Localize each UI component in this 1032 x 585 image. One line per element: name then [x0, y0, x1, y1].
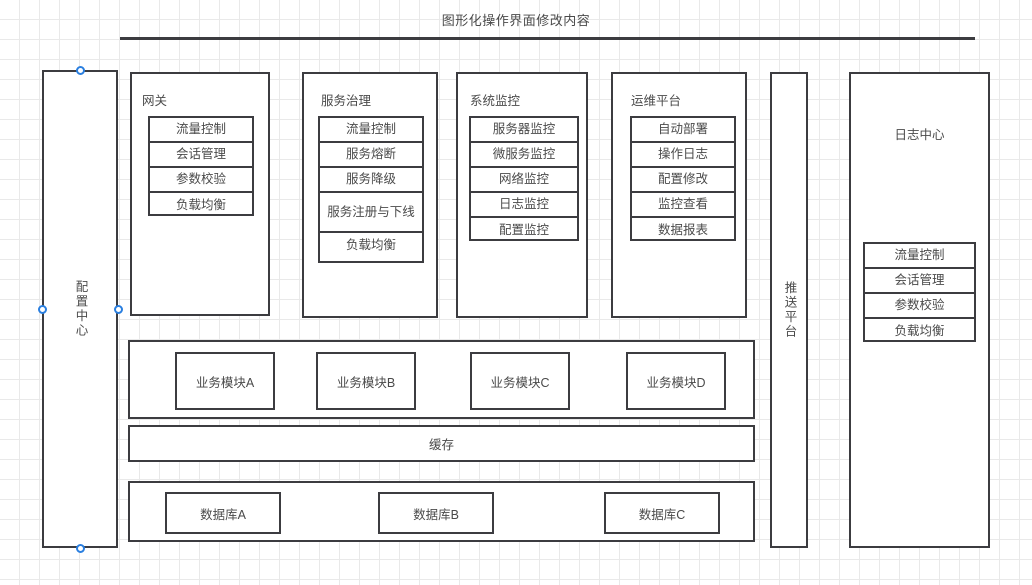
- database-b[interactable]: 数据库B: [378, 492, 494, 534]
- page-title: 图形化操作界面修改内容: [441, 13, 591, 28]
- panel-service-governance-item-4[interactable]: 负载均衡: [345, 238, 396, 253]
- selection-handle-right[interactable]: [113, 304, 123, 314]
- panel-gateway-item-1[interactable]: 会话管理: [150, 143, 252, 168]
- panel-ops-platform-item-stack: 自动部署 操作日志 配置修改 监控查看 数据报表: [630, 116, 736, 241]
- panel-system-monitoring-item-1[interactable]: 微服务监控: [471, 143, 577, 168]
- panel-log-center-item-0[interactable]: 流量控制: [865, 244, 974, 269]
- panel-ops-platform-item-0[interactable]: 自动部署: [632, 118, 734, 143]
- config-center-column[interactable]: 配置中心: [42, 70, 118, 548]
- databases-band: 数据库A 数据库B 数据库C: [128, 481, 755, 542]
- panel-gateway-item-3[interactable]: 负载均衡: [175, 198, 226, 213]
- panel-log-center-item-2[interactable]: 参数校验: [865, 294, 974, 319]
- panel-service-governance-title: 服务治理: [321, 94, 372, 108]
- panel-gateway-item-2[interactable]: 参数校验: [150, 168, 252, 193]
- panel-ops-platform-title: 运维平台: [631, 94, 682, 108]
- panel-service-governance-item-1[interactable]: 服务熔断: [320, 143, 422, 168]
- panel-ops-platform-item-4[interactable]: 数据报表: [657, 223, 708, 238]
- panel-service-governance-item-stack: 流量控制 服务熔断 服务降级 服务注册与下线 负载均衡: [318, 116, 424, 263]
- business-module-b[interactable]: 业务模块B: [316, 352, 416, 410]
- panel-system-monitoring-item-4[interactable]: 配置监控: [498, 223, 549, 238]
- panel-system-monitoring-title: 系统监控: [470, 94, 521, 108]
- panel-system-monitoring-item-2[interactable]: 网络监控: [471, 168, 577, 193]
- panel-service-governance-item-2[interactable]: 服务降级: [320, 168, 422, 193]
- panel-gateway-title: 网关: [142, 94, 168, 108]
- panel-log-center-item-1[interactable]: 会话管理: [865, 269, 974, 294]
- business-module-a[interactable]: 业务模块A: [175, 352, 275, 410]
- selection-handle-top[interactable]: [75, 65, 85, 75]
- business-module-d[interactable]: 业务模块D: [626, 352, 726, 410]
- panel-system-monitoring-item-0[interactable]: 服务器监控: [471, 118, 577, 143]
- panel-log-center-item-stack: 流量控制 会话管理 参数校验 负载均衡: [863, 242, 976, 342]
- business-modules-band: 业务模块A 业务模块B 业务模块C 业务模块D: [128, 340, 755, 419]
- database-c[interactable]: 数据库C: [604, 492, 720, 534]
- business-module-c[interactable]: 业务模块C: [470, 352, 570, 410]
- panel-log-center-item-3[interactable]: 负载均衡: [894, 324, 945, 339]
- panel-ops-platform-item-3[interactable]: 监控查看: [632, 193, 734, 218]
- panel-service-governance[interactable]: 服务治理 流量控制 服务熔断 服务降级 服务注册与下线 负载均衡: [302, 72, 438, 318]
- panel-log-center[interactable]: 日志中心 流量控制 会话管理 参数校验 负载均衡: [849, 72, 990, 548]
- title-divider: [120, 37, 975, 40]
- config-center-label: 配置中心: [73, 280, 88, 338]
- panel-system-monitoring[interactable]: 系统监控 服务器监控 微服务监控 网络监控 日志监控 配置监控: [456, 72, 588, 318]
- panel-gateway-item-0[interactable]: 流量控制: [150, 118, 252, 143]
- push-platform-label: 推送平台: [782, 281, 797, 339]
- selection-handle-left[interactable]: [37, 304, 47, 314]
- panel-service-governance-item-3[interactable]: 服务注册与下线: [320, 193, 422, 233]
- database-a[interactable]: 数据库A: [165, 492, 281, 534]
- panel-service-governance-item-0[interactable]: 流量控制: [320, 118, 422, 143]
- panel-ops-platform[interactable]: 运维平台 自动部署 操作日志 配置修改 监控查看 数据报表: [611, 72, 747, 318]
- selection-handle-bottom[interactable]: [75, 543, 85, 553]
- cache-band[interactable]: 缓存: [128, 425, 755, 462]
- panel-ops-platform-item-2[interactable]: 配置修改: [632, 168, 734, 193]
- panel-ops-platform-item-1[interactable]: 操作日志: [632, 143, 734, 168]
- panel-system-monitoring-item-stack: 服务器监控 微服务监控 网络监控 日志监控 配置监控: [469, 116, 579, 241]
- push-platform-column[interactable]: 推送平台: [770, 72, 808, 548]
- panel-log-center-title: 日志中心: [894, 128, 945, 142]
- panel-gateway-item-stack: 流量控制 会话管理 参数校验 负载均衡: [148, 116, 254, 216]
- panel-gateway[interactable]: 网关 流量控制 会话管理 参数校验 负载均衡: [130, 72, 270, 316]
- panel-system-monitoring-item-3[interactable]: 日志监控: [471, 193, 577, 218]
